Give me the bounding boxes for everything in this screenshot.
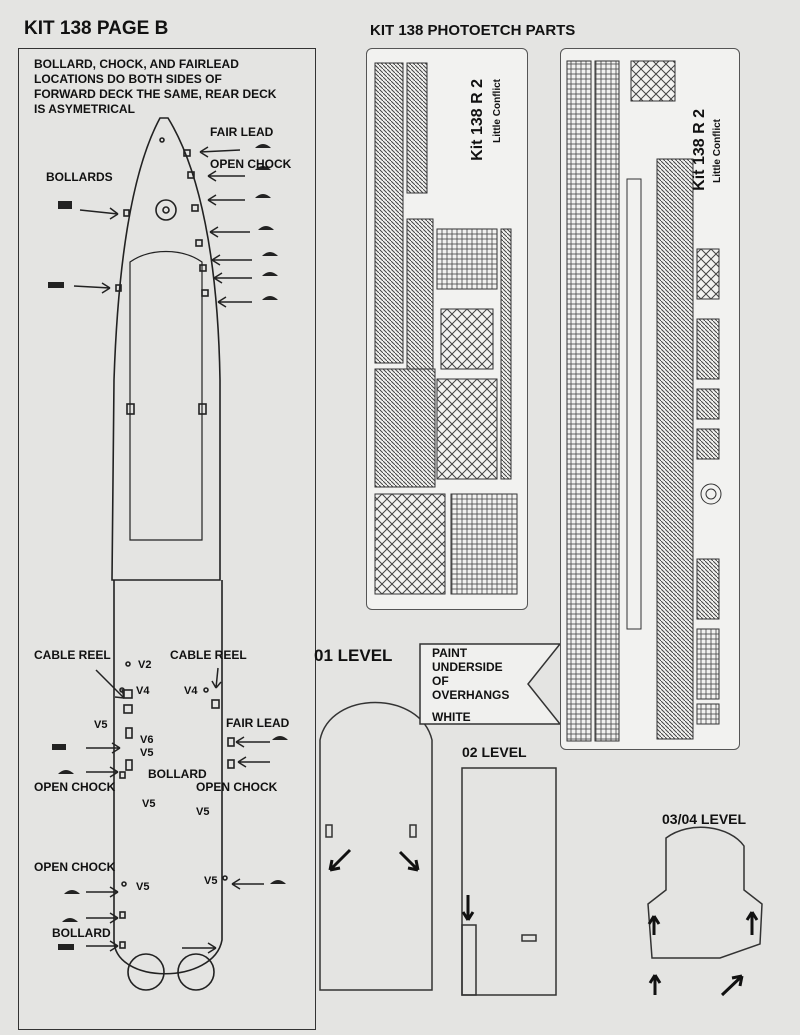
arrow-chock-4 (211, 254, 252, 266)
label-v4-right: V4 (184, 685, 198, 697)
level-02-outline (461, 767, 557, 996)
label-v6: V6 (140, 734, 154, 746)
fret-left-brand: Little Conflict (492, 79, 503, 143)
paint-note-line-5: WHITE (432, 710, 471, 724)
fret-right-id: Kit 138 R 2 (691, 109, 708, 191)
label-open-chock-left: OPEN CHOCK (34, 780, 116, 794)
label-open-chock-lower: OPEN CHOCK (34, 860, 116, 874)
arrow-chock-6 (217, 296, 252, 308)
fret-right-brand: Little Conflict (712, 119, 723, 183)
label-rear-fair-lead: FAIR LEAD (226, 716, 290, 730)
arrow-bollard-1 (79, 207, 119, 220)
label-bollards: BOLLARDS (46, 170, 113, 184)
label-v4-left: V4 (136, 685, 150, 697)
page-title: KIT 138 PAGE B (24, 18, 169, 39)
label-v5-c: V5 (142, 798, 156, 810)
rear-circle-right (177, 953, 215, 991)
label-bollard-mid: BOLLARD (148, 767, 207, 781)
arrow-chock-3 (209, 226, 250, 238)
label-v2: V2 (138, 659, 152, 671)
arrow-chock-1 (207, 170, 245, 182)
arrow-chock-5 (213, 272, 252, 284)
level-0304-outline (647, 826, 763, 959)
label-v5-a: V5 (94, 719, 108, 731)
fret-left-parts (374, 62, 518, 595)
label-0304-level: 03/04 LEVEL (662, 811, 747, 827)
photoetch-fret-left: Little Conflict Kit 138 R 2 (366, 48, 528, 610)
photoetch-title: KIT 138 PHOTOETCH PARTS (370, 22, 576, 39)
paint-note-line-3: OF (432, 674, 449, 688)
note-line-1: BOLLARD, CHOCK, AND FAIRLEAD (34, 57, 239, 71)
label-02-level: 02 LEVEL (462, 744, 527, 760)
rear-circle-left (127, 953, 165, 991)
label-fair-lead: FAIR LEAD (210, 125, 274, 139)
paint-note-banner (419, 643, 562, 725)
anchor-circle (155, 199, 177, 221)
note-line-4: IS ASYMETRICAL (34, 102, 135, 116)
arrow-chock-2 (207, 194, 245, 206)
label-open-chock-right: OPEN CHOCK (196, 780, 278, 794)
level-01-outline (319, 701, 433, 991)
photoetch-fret-right: Little Conflict Kit 138 R 2 (560, 48, 740, 750)
forward-deckhouse (129, 251, 203, 541)
paint-note-line-1: PAINT (432, 646, 468, 660)
fret-right-parts (566, 60, 722, 742)
label-v5-e: V5 (136, 881, 150, 893)
label-v5-b: V5 (140, 747, 154, 759)
paint-note-line-4: OVERHANGS (432, 688, 510, 702)
rear-hull-outline (113, 580, 223, 975)
fret-left-id: Kit 138 R 2 (469, 79, 486, 161)
label-cable-reel-left: CABLE REEL (34, 648, 111, 662)
arrow-bollard-2 (73, 282, 111, 294)
forward-hull-outline (111, 117, 221, 581)
deck-panel (18, 48, 316, 1030)
label-v5-f: V5 (204, 875, 218, 887)
label-01-level: 01 LEVEL (314, 646, 393, 665)
label-open-chock: OPEN CHOCK (210, 157, 292, 171)
note-line-2: LOCATIONS DO BOTH SIDES OF (34, 72, 222, 86)
label-bollard-lower: BOLLARD (52, 926, 111, 940)
note-line-3: FORWARD DECK THE SAME, REAR DECK (34, 87, 277, 101)
paint-note-line-2: UNDERSIDE (432, 660, 503, 674)
label-v5-d: V5 (196, 806, 210, 818)
label-cable-reel-right: CABLE REEL (170, 648, 247, 662)
arrow-fairlead (199, 146, 241, 158)
